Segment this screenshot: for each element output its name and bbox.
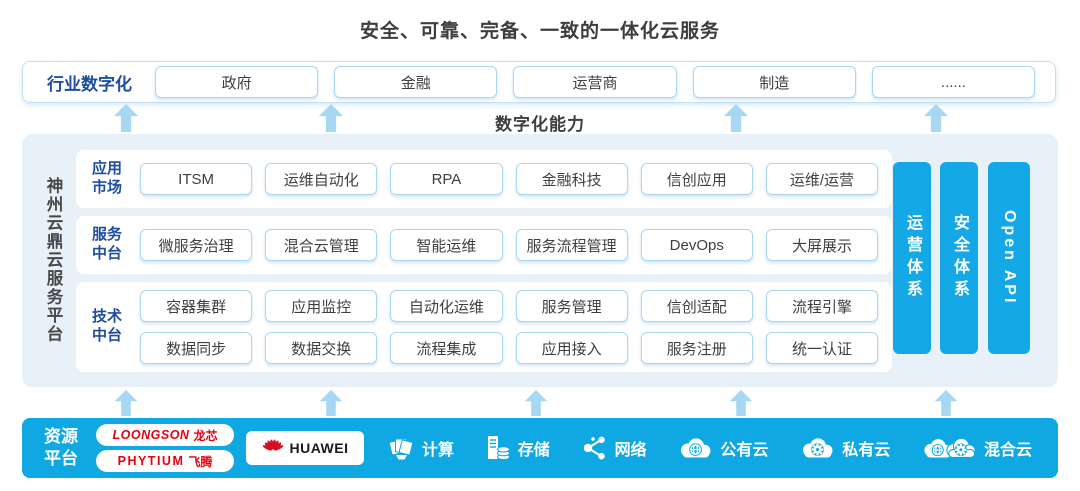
operation-system-bar: 运营体系: [893, 162, 931, 354]
huawei-logo-icon: [262, 439, 283, 451]
resource-storage: 存储: [485, 435, 550, 461]
tech-item-data-exchange: 数据交换: [265, 332, 378, 364]
huawei-chip: HUAWEI: [246, 431, 364, 465]
svc-item-big-screen: 大屏展示: [765, 229, 879, 261]
resource-platform-bar: 资源平台 LOONGSON 龙芯 PHYTIUM 飞腾: [22, 418, 1058, 478]
public-cloud-icon: [681, 437, 711, 457]
tech-item-xinchuang-adaptation: 信创适配: [640, 290, 753, 322]
vendor-chips: LOONGSON 龙芯 PHYTIUM 飞腾: [96, 424, 234, 472]
up-arrow-icon: [524, 390, 548, 416]
industry-item-ellipsis: ......: [871, 66, 1036, 98]
loongson-chip: LOONGSON 龙芯: [96, 424, 234, 446]
private-cloud-icon: [803, 437, 833, 457]
hybrid-cloud-icon: [924, 437, 976, 458]
industry-item-operator: 运营商: [513, 66, 677, 98]
tech-item-app-monitoring: 应用监控: [265, 290, 378, 322]
technology-platform-label: 技术中台: [91, 308, 122, 344]
resource-hybrid-cloud: 混合云: [921, 436, 1032, 461]
industry-digitalization-row: 行业数字化 政府 金融 运营商 制造 ......: [22, 61, 1056, 103]
cloud-platform-panel: 神州云鼎云服务平台 应用市场 ITSM 运维自动化 RPA 金融科技 信创应用 …: [22, 134, 1058, 387]
tech-item-automated-ops: 自动化运维: [390, 290, 503, 322]
service-platform-label: 服务中台: [91, 226, 122, 262]
network-icon: [583, 436, 605, 460]
svc-item-devops: DevOps: [640, 229, 753, 261]
industry-item-finance: 金融: [334, 66, 498, 98]
app-item-ops-automation: 运维自动化: [265, 163, 378, 195]
platform-name: 神州云鼎云服务平台: [44, 177, 62, 344]
svc-item-service-process-mgmt: 服务流程管理: [515, 229, 628, 261]
up-arrow-icon: [729, 390, 753, 416]
phytium-logo-text: PHYTIUM: [117, 454, 185, 468]
svc-item-intelligent-ops: 智能运维: [390, 229, 503, 261]
tech-item-process-engine: 流程引擎: [765, 290, 879, 322]
tech-item-data-sync: 数据同步: [140, 332, 253, 364]
app-item-xinchuang-app: 信创应用: [640, 163, 753, 195]
up-arrow-icon: [934, 390, 958, 416]
loongson-logo-text: LOONGSON: [112, 428, 190, 442]
up-arrow-icon: [723, 104, 749, 132]
resource-private-cloud: 私有云: [799, 436, 890, 461]
tech-item-app-access: 应用接入: [515, 332, 628, 364]
resource-list: 计算 存储: [364, 435, 1058, 461]
industry-box-list: 政府 金融 运营商 制造 ......: [155, 66, 1055, 98]
page-title: 安全、可靠、完备、一致的一体化云服务: [359, 21, 720, 42]
compute-icon: [388, 438, 414, 460]
svc-item-microservice-governance: 微服务治理: [140, 229, 253, 261]
resource-compute: 计算: [388, 435, 454, 461]
svc-item-hybrid-cloud-mgmt: 混合云管理: [265, 229, 378, 261]
industry-item-government: 政府: [155, 66, 319, 98]
up-arrow-icon: [923, 104, 949, 132]
tech-item-unified-auth: 统一认证: [765, 332, 879, 364]
app-item-itsm: ITSM: [140, 163, 253, 195]
tech-item-container-cluster: 容器集群: [140, 290, 253, 322]
up-arrow-icon: [319, 390, 343, 416]
up-arrow-icon: [318, 104, 344, 132]
tech-item-service-mgmt: 服务管理: [515, 290, 628, 322]
app-item-rpa: RPA: [390, 163, 503, 195]
application-market-row: 应用市场 ITSM 运维自动化 RPA 金融科技 信创应用 运维/运营: [76, 150, 892, 208]
service-platform-row: 服务中台 微服务治理 混合云管理 智能运维 服务流程管理 DevOps 大屏展示: [76, 216, 892, 274]
resource-network: 网络: [581, 435, 647, 461]
phytium-chip: PHYTIUM 飞腾: [96, 450, 234, 472]
storage-icon: [487, 436, 510, 461]
capability-label: 数字化能力: [495, 115, 585, 134]
resource-public-cloud: 公有云: [677, 436, 768, 461]
resource-platform-label: 资源平台: [44, 426, 78, 468]
security-system-bar: 安全体系: [940, 162, 978, 354]
tech-item-process-integration: 流程集成: [390, 332, 503, 364]
open-api-bar: Open API: [988, 162, 1030, 354]
tech-item-service-registry: 服务注册: [640, 332, 753, 364]
industry-row-label: 行业数字化: [47, 74, 132, 94]
app-item-ops-operation: 运维/运营: [765, 163, 879, 195]
up-arrow-icon: [113, 104, 139, 132]
application-market-label: 应用市场: [91, 160, 122, 196]
app-item-fintech: 金融科技: [515, 163, 628, 195]
technology-platform-row: 技术中台 容器集群 应用监控 自动化运维 服务管理 信创适配 流程引擎 数据同步…: [76, 282, 892, 372]
up-arrow-icon: [114, 390, 138, 416]
industry-item-manufacturing: 制造: [692, 66, 856, 98]
